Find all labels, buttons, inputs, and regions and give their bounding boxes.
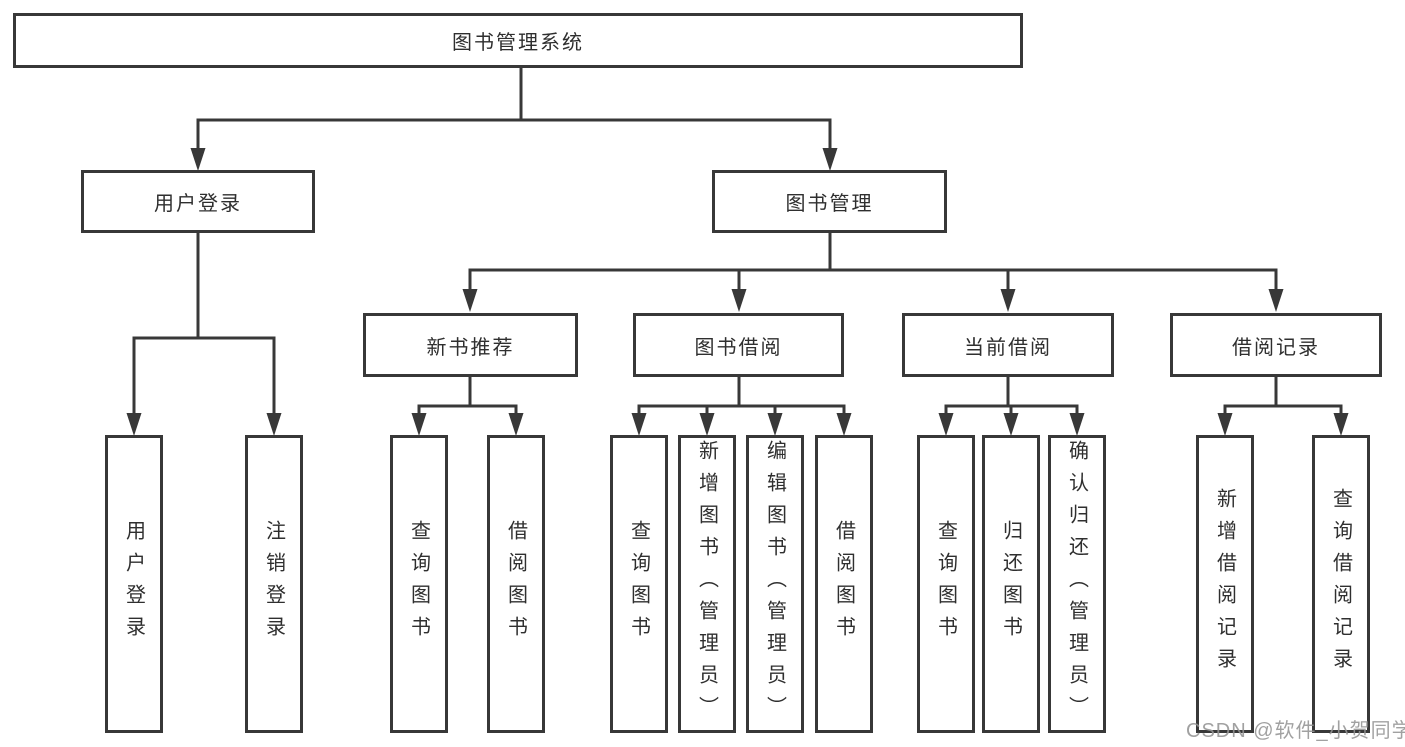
- node-book-borrow: 图书借阅: [633, 313, 844, 377]
- arrow-down-icon: [767, 413, 783, 436]
- connector-root-branch: [196, 68, 832, 153]
- leaf-logout: 注销登录: [245, 435, 303, 733]
- arrow-down-icon: [462, 289, 478, 312]
- leaf-confirm-return-admin: 确认归还（管理员）: [1048, 435, 1106, 733]
- arrow-down-icon: [411, 413, 427, 436]
- arrow-down-icon: [266, 413, 282, 436]
- node-borrow-records: 借阅记录: [1170, 313, 1382, 377]
- leaf-query-borrow-record: 查询借阅记录: [1312, 435, 1370, 733]
- leaf-add-borrow-record: 新增借阅记录: [1196, 435, 1254, 733]
- arrow-down-icon: [1268, 289, 1284, 312]
- arrow-down-icon: [1333, 413, 1349, 436]
- arrow-down-icon: [699, 413, 715, 436]
- arrow-down-icon: [938, 413, 954, 436]
- arrow-down-icon: [731, 289, 747, 312]
- connector-book-mgmt-branch: [468, 233, 1278, 294]
- connector-borrow-records-branch: [1223, 377, 1343, 418]
- leaf-query-books-recommend: 查询图书: [390, 435, 448, 733]
- arrow-down-icon: [822, 148, 838, 171]
- node-root-system: 图书管理系统: [13, 13, 1023, 68]
- arrow-down-icon: [631, 413, 647, 436]
- connector-current-borrow-branch: [944, 377, 1079, 418]
- arrow-down-icon: [836, 413, 852, 436]
- arrow-down-icon: [126, 413, 142, 436]
- node-current-borrow: 当前借阅: [902, 313, 1114, 377]
- leaf-add-book-admin: 新增图书（管理员）: [678, 435, 736, 733]
- node-new-book-recommend: 新书推荐: [363, 313, 578, 377]
- leaf-edit-book-admin: 编辑图书（管理员）: [746, 435, 804, 733]
- arrow-down-icon: [1003, 413, 1019, 436]
- connector-new-book-branch: [417, 377, 518, 418]
- leaf-borrow-books-recommend: 借阅图书: [487, 435, 545, 733]
- arrow-down-icon: [190, 148, 206, 171]
- csdn-watermark: CSDN @软件_小贺同学: [1186, 720, 1405, 742]
- leaf-user-login: 用户登录: [105, 435, 163, 733]
- arrow-down-icon: [508, 413, 524, 436]
- node-book-management: 图书管理: [712, 170, 947, 233]
- leaf-query-books-borrow: 查询图书: [610, 435, 668, 733]
- leaf-return-book: 归还图书: [982, 435, 1040, 733]
- connector-user-login-branch: [132, 233, 276, 418]
- arrow-down-icon: [1217, 413, 1233, 436]
- leaf-borrow-books: 借阅图书: [815, 435, 873, 733]
- node-user-login: 用户登录: [81, 170, 315, 233]
- arrow-down-icon: [1000, 289, 1016, 312]
- connector-book-borrow-branch: [637, 377, 846, 418]
- leaf-query-books-current: 查询图书: [917, 435, 975, 733]
- arrow-down-icon: [1069, 413, 1085, 436]
